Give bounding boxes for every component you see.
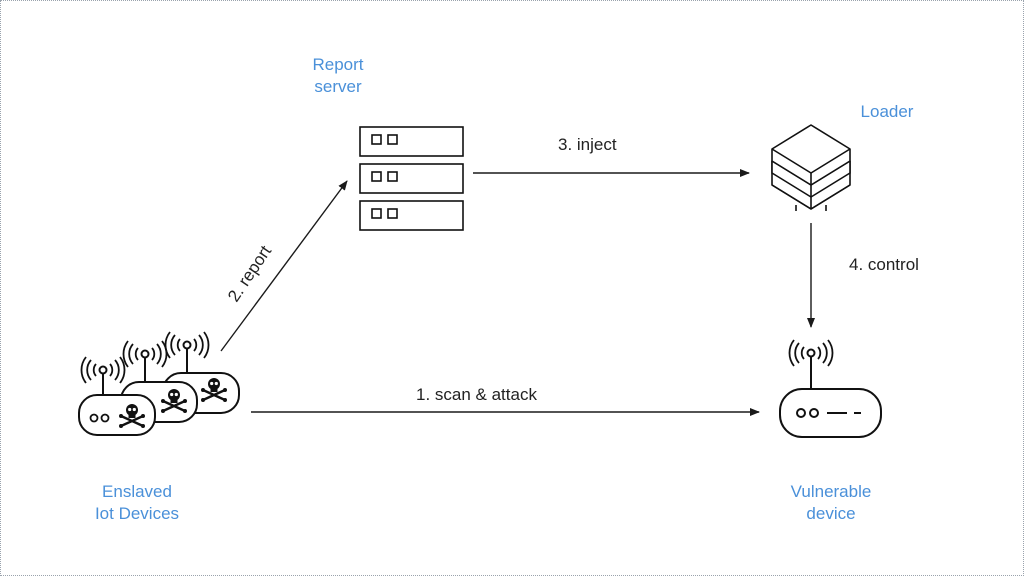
report-arrow xyxy=(220,180,348,352)
enslaved-label-line1: Enslaved xyxy=(102,482,172,501)
vulnerable-device-label: Vulnerable device xyxy=(771,481,891,525)
router-icon xyxy=(779,339,882,438)
vulnerable-label-line1: Vulnerable xyxy=(790,482,872,501)
infected-router-group-icon xyxy=(78,331,240,436)
enslaved-devices-label: Enslaved Iot Devices xyxy=(77,481,197,525)
server-rack-icon xyxy=(359,126,464,231)
inject-label: 3. inject xyxy=(558,135,617,154)
control-label: 4. control xyxy=(849,255,919,274)
loader-label-text: Loader xyxy=(860,102,914,121)
report-server-label: Report server xyxy=(291,54,385,98)
stacked-layers-icon xyxy=(771,124,851,211)
report-server-label-line1: Report xyxy=(312,55,364,74)
enslaved-label-line2: Iot Devices xyxy=(94,504,180,523)
report-server-label-line2: server xyxy=(314,77,362,96)
scan-attack-label: 1. scan & attack xyxy=(416,385,537,404)
vulnerable-label-line2: device xyxy=(806,504,856,523)
loader-label: Loader xyxy=(839,101,935,123)
